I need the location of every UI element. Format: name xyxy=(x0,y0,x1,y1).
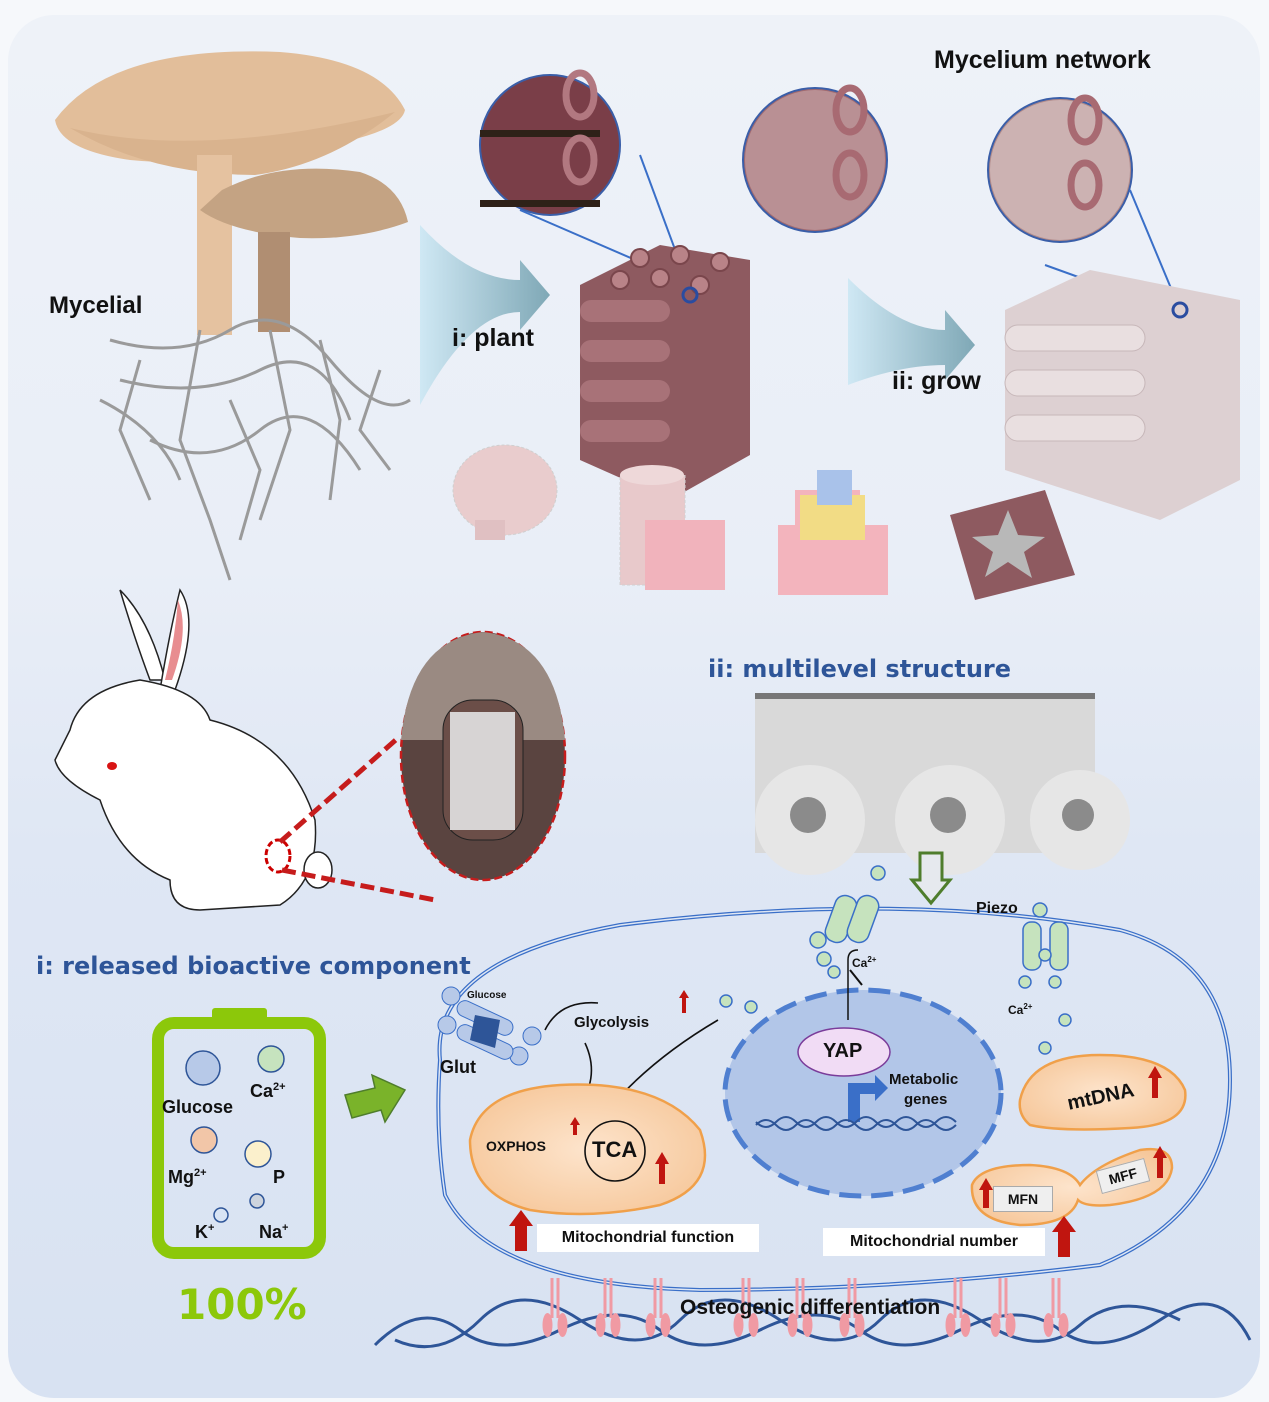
osteogenic-differentiation-label: Osteogenic differentiation xyxy=(680,1296,941,1319)
plant-step-label: i: plant xyxy=(452,324,534,352)
magnesium-label: Mg2+ xyxy=(168,1167,207,1187)
zoom-circle-1 xyxy=(479,69,691,291)
metabolic-genes-label-line2: genes xyxy=(904,1091,948,1108)
down-arrow-icon xyxy=(908,851,954,906)
integrin-receptor-icon xyxy=(595,1278,621,1337)
integrin-receptor-icon xyxy=(990,1278,1016,1337)
extracellular-matrix xyxy=(373,1298,1252,1349)
multilevel-structure-image xyxy=(755,693,1130,875)
integrin-receptor-icon xyxy=(945,1278,971,1337)
plant-arrow xyxy=(420,225,550,405)
integrin-receptor-icon xyxy=(733,1278,759,1337)
grown-scaffold-cube xyxy=(1004,270,1240,520)
integrin-receptor-icon xyxy=(542,1278,568,1337)
integrin-receptors xyxy=(542,1278,1069,1337)
implant-zoom-circle xyxy=(399,630,567,882)
integrin-receptor-icon xyxy=(839,1278,865,1337)
tca-label: TCA xyxy=(592,1137,638,1162)
scaffold-cube xyxy=(580,245,750,500)
nucleus xyxy=(722,949,1004,1199)
battery-level: 100% xyxy=(177,1280,307,1329)
grow-step-label: ii: grow xyxy=(892,367,981,395)
battery-icon xyxy=(152,1008,326,1259)
layered-block xyxy=(778,470,888,595)
calcium-label-nucleus: Ca2+ xyxy=(852,955,877,970)
mitochondrion-mtdna xyxy=(1018,1053,1187,1131)
glucose-label: Glucose xyxy=(162,1097,234,1117)
mycelium-network-label: Mycelium network xyxy=(934,46,1151,74)
star-scaffold xyxy=(950,490,1075,600)
integrin-receptor-icon xyxy=(645,1278,671,1337)
rabbit-illustration xyxy=(54,588,436,911)
sodium-label: Na+ xyxy=(259,1222,289,1242)
integrin-receptor-icon xyxy=(787,1278,813,1337)
piezo-label: Piezo xyxy=(976,900,1018,917)
glut-transporter-icon xyxy=(437,986,542,1066)
mitochondrion-tca xyxy=(468,1083,707,1216)
up-arrow-icon xyxy=(679,990,689,1013)
metabolic-genes-label-line1: Metabolic xyxy=(889,1071,959,1088)
calcium-label: Ca2+ xyxy=(250,1081,286,1101)
mycelium-roots xyxy=(99,318,411,581)
phosphorus-label: P xyxy=(273,1167,286,1187)
yap-label: YAP xyxy=(823,1040,863,1062)
potassium-label: K+ xyxy=(195,1222,215,1242)
grow-arrow xyxy=(848,278,975,385)
glycolysis-label: Glycolysis xyxy=(574,1014,650,1031)
calcium-label-piezo: Ca2+ xyxy=(1008,1002,1033,1017)
green-right-arrow-icon xyxy=(344,1073,407,1124)
oxphos-label: OXPHOS xyxy=(486,1138,546,1154)
section-title-multilevel-structure: ii: multilevel structure xyxy=(708,655,1012,683)
glut-label: Glut xyxy=(440,1057,476,1077)
piezo-channel-icon xyxy=(824,894,1069,971)
calcium-ions xyxy=(719,865,1072,1055)
up-arrows xyxy=(509,1066,1167,1257)
tiered-cake-scaffold xyxy=(645,520,725,590)
section-title-released-component: i: released bioactive component xyxy=(36,952,471,980)
glucose-small-label: Glucose xyxy=(467,990,507,1001)
mycelial-label: Mycelial xyxy=(49,292,143,319)
mitochondrial-function-label: Mitochondrial function xyxy=(537,1224,759,1252)
zoom-circle-2 xyxy=(742,84,888,233)
brain-scaffold xyxy=(452,444,558,540)
mfn-label: MFN xyxy=(993,1186,1053,1212)
integrin-receptor-icon xyxy=(1043,1278,1069,1337)
mushroom-illustration xyxy=(55,51,408,335)
mitochondrial-number-label: Mitochondrial number xyxy=(823,1228,1045,1256)
